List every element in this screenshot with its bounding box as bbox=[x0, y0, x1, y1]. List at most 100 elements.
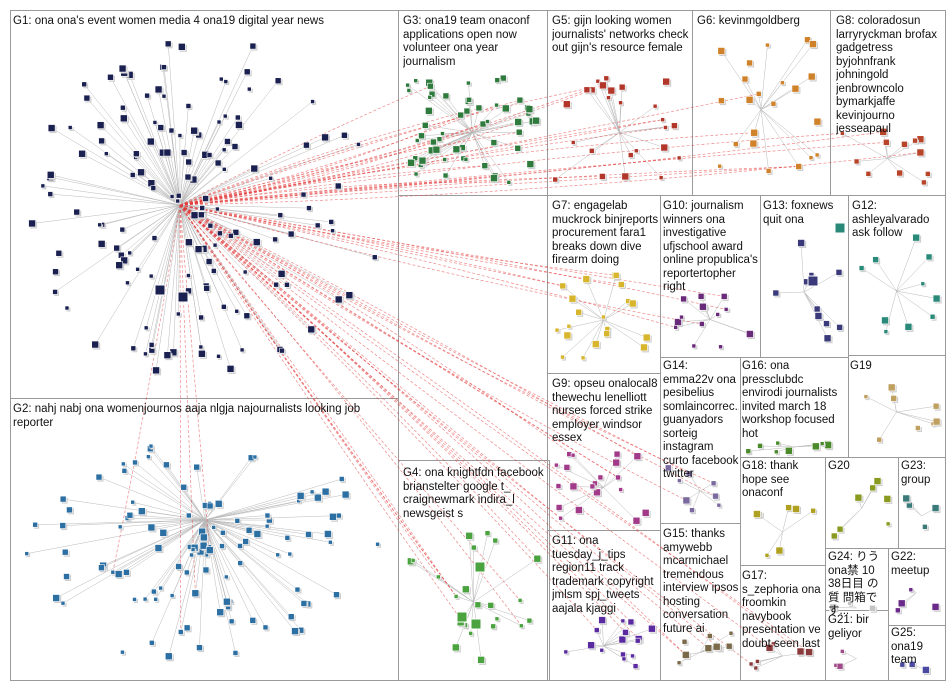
node-g6[interactable] bbox=[809, 40, 817, 48]
node-g11[interactable] bbox=[632, 663, 639, 669]
hub-node-g13[interactable] bbox=[807, 275, 819, 287]
node-g1[interactable] bbox=[268, 175, 273, 181]
node-g3[interactable] bbox=[442, 157, 447, 162]
node-g8[interactable] bbox=[853, 158, 860, 165]
node-g7[interactable] bbox=[603, 330, 611, 338]
node-g23[interactable] bbox=[931, 504, 940, 512]
node-g15[interactable] bbox=[676, 660, 682, 666]
node-g3[interactable] bbox=[442, 92, 450, 100]
node-g23[interactable] bbox=[902, 494, 911, 503]
node-g11[interactable] bbox=[622, 629, 629, 636]
node-g13[interactable] bbox=[823, 320, 830, 327]
node-g2[interactable] bbox=[329, 512, 337, 521]
node-g3[interactable] bbox=[412, 155, 419, 162]
node-g1[interactable] bbox=[73, 208, 81, 216]
node-g19[interactable] bbox=[932, 417, 941, 426]
node-g1[interactable] bbox=[46, 171, 55, 179]
node-g7[interactable] bbox=[612, 272, 620, 279]
node-g1[interactable] bbox=[148, 342, 155, 348]
node-g2[interactable] bbox=[142, 596, 148, 602]
node-g2[interactable] bbox=[186, 512, 192, 519]
node-g4[interactable] bbox=[436, 574, 441, 580]
node-g5[interactable] bbox=[663, 125, 668, 130]
node-g3[interactable] bbox=[432, 145, 441, 154]
node-g16[interactable] bbox=[819, 441, 825, 446]
node-g2[interactable] bbox=[123, 569, 130, 576]
node-g1[interactable] bbox=[190, 126, 198, 135]
node-g3[interactable] bbox=[442, 172, 449, 179]
node-g3[interactable] bbox=[463, 157, 469, 162]
node-g1[interactable] bbox=[178, 43, 186, 51]
node-g1[interactable] bbox=[214, 159, 222, 167]
node-g10[interactable] bbox=[680, 295, 687, 303]
node-g2[interactable] bbox=[59, 522, 67, 529]
node-g4[interactable] bbox=[526, 617, 533, 624]
node-g2[interactable] bbox=[264, 512, 271, 519]
node-g4[interactable] bbox=[477, 656, 485, 664]
node-g1[interactable] bbox=[198, 314, 204, 321]
node-g5[interactable] bbox=[599, 81, 607, 90]
node-g2[interactable] bbox=[61, 548, 69, 556]
node-g1[interactable] bbox=[143, 351, 148, 357]
node-g14[interactable] bbox=[689, 507, 695, 513]
node-g2[interactable] bbox=[219, 543, 225, 549]
node-g21[interactable] bbox=[840, 649, 845, 654]
node-g2[interactable] bbox=[314, 493, 322, 502]
node-g2[interactable] bbox=[191, 589, 200, 598]
node-g13[interactable] bbox=[823, 334, 832, 343]
node-g1[interactable] bbox=[135, 267, 140, 272]
node-g1[interactable] bbox=[137, 168, 145, 177]
node-g3[interactable] bbox=[405, 82, 410, 88]
node-g5[interactable] bbox=[563, 100, 571, 109]
node-g14[interactable] bbox=[710, 480, 717, 487]
node-g2[interactable] bbox=[132, 459, 138, 466]
node-g11[interactable] bbox=[648, 624, 656, 633]
node-g2[interactable] bbox=[275, 552, 281, 558]
node-g1[interactable] bbox=[98, 137, 105, 145]
node-g2[interactable] bbox=[95, 473, 103, 481]
node-g7[interactable] bbox=[628, 299, 637, 308]
node-g1[interactable] bbox=[310, 99, 315, 104]
node-g1[interactable] bbox=[55, 249, 63, 257]
node-g1[interactable] bbox=[147, 137, 155, 146]
node-g4[interactable] bbox=[462, 585, 470, 594]
node-g20[interactable] bbox=[873, 477, 882, 485]
node-g23[interactable] bbox=[922, 524, 928, 530]
node-g1[interactable] bbox=[157, 124, 165, 131]
node-g1[interactable] bbox=[64, 305, 70, 311]
node-g19[interactable] bbox=[876, 436, 883, 443]
node-g1[interactable] bbox=[334, 295, 343, 304]
node-g5[interactable] bbox=[552, 176, 559, 183]
node-g15[interactable] bbox=[682, 651, 690, 659]
hub-node-g1[interactable] bbox=[154, 284, 166, 296]
node-g1[interactable] bbox=[334, 182, 342, 190]
node-g13[interactable] bbox=[813, 305, 821, 313]
node-g3[interactable] bbox=[407, 158, 415, 167]
node-g4[interactable] bbox=[492, 537, 499, 544]
node-g1[interactable] bbox=[215, 206, 220, 212]
node-g9[interactable] bbox=[589, 483, 596, 490]
node-g2[interactable] bbox=[52, 594, 60, 602]
node-g2[interactable] bbox=[190, 547, 196, 552]
node-g3[interactable] bbox=[494, 102, 499, 108]
node-g1[interactable] bbox=[221, 304, 227, 310]
node-g1[interactable] bbox=[222, 113, 228, 119]
node-g4[interactable] bbox=[484, 530, 491, 536]
node-g5[interactable] bbox=[599, 173, 606, 180]
node-g16[interactable] bbox=[757, 443, 763, 449]
node-g10[interactable] bbox=[674, 318, 682, 326]
node-g1[interactable] bbox=[119, 226, 126, 233]
node-g1[interactable] bbox=[328, 219, 335, 225]
node-g1[interactable] bbox=[120, 104, 126, 111]
node-g5[interactable] bbox=[627, 152, 634, 158]
node-g8[interactable] bbox=[883, 139, 890, 146]
node-g3[interactable] bbox=[466, 96, 472, 103]
node-g2[interactable] bbox=[200, 533, 208, 542]
node-g1[interactable] bbox=[242, 269, 248, 275]
node-g3[interactable] bbox=[418, 132, 425, 140]
node-g1[interactable] bbox=[216, 119, 222, 125]
node-g7[interactable] bbox=[563, 331, 572, 340]
node-g11[interactable] bbox=[620, 618, 626, 624]
node-g12[interactable] bbox=[932, 294, 941, 303]
node-g2[interactable] bbox=[232, 650, 239, 656]
